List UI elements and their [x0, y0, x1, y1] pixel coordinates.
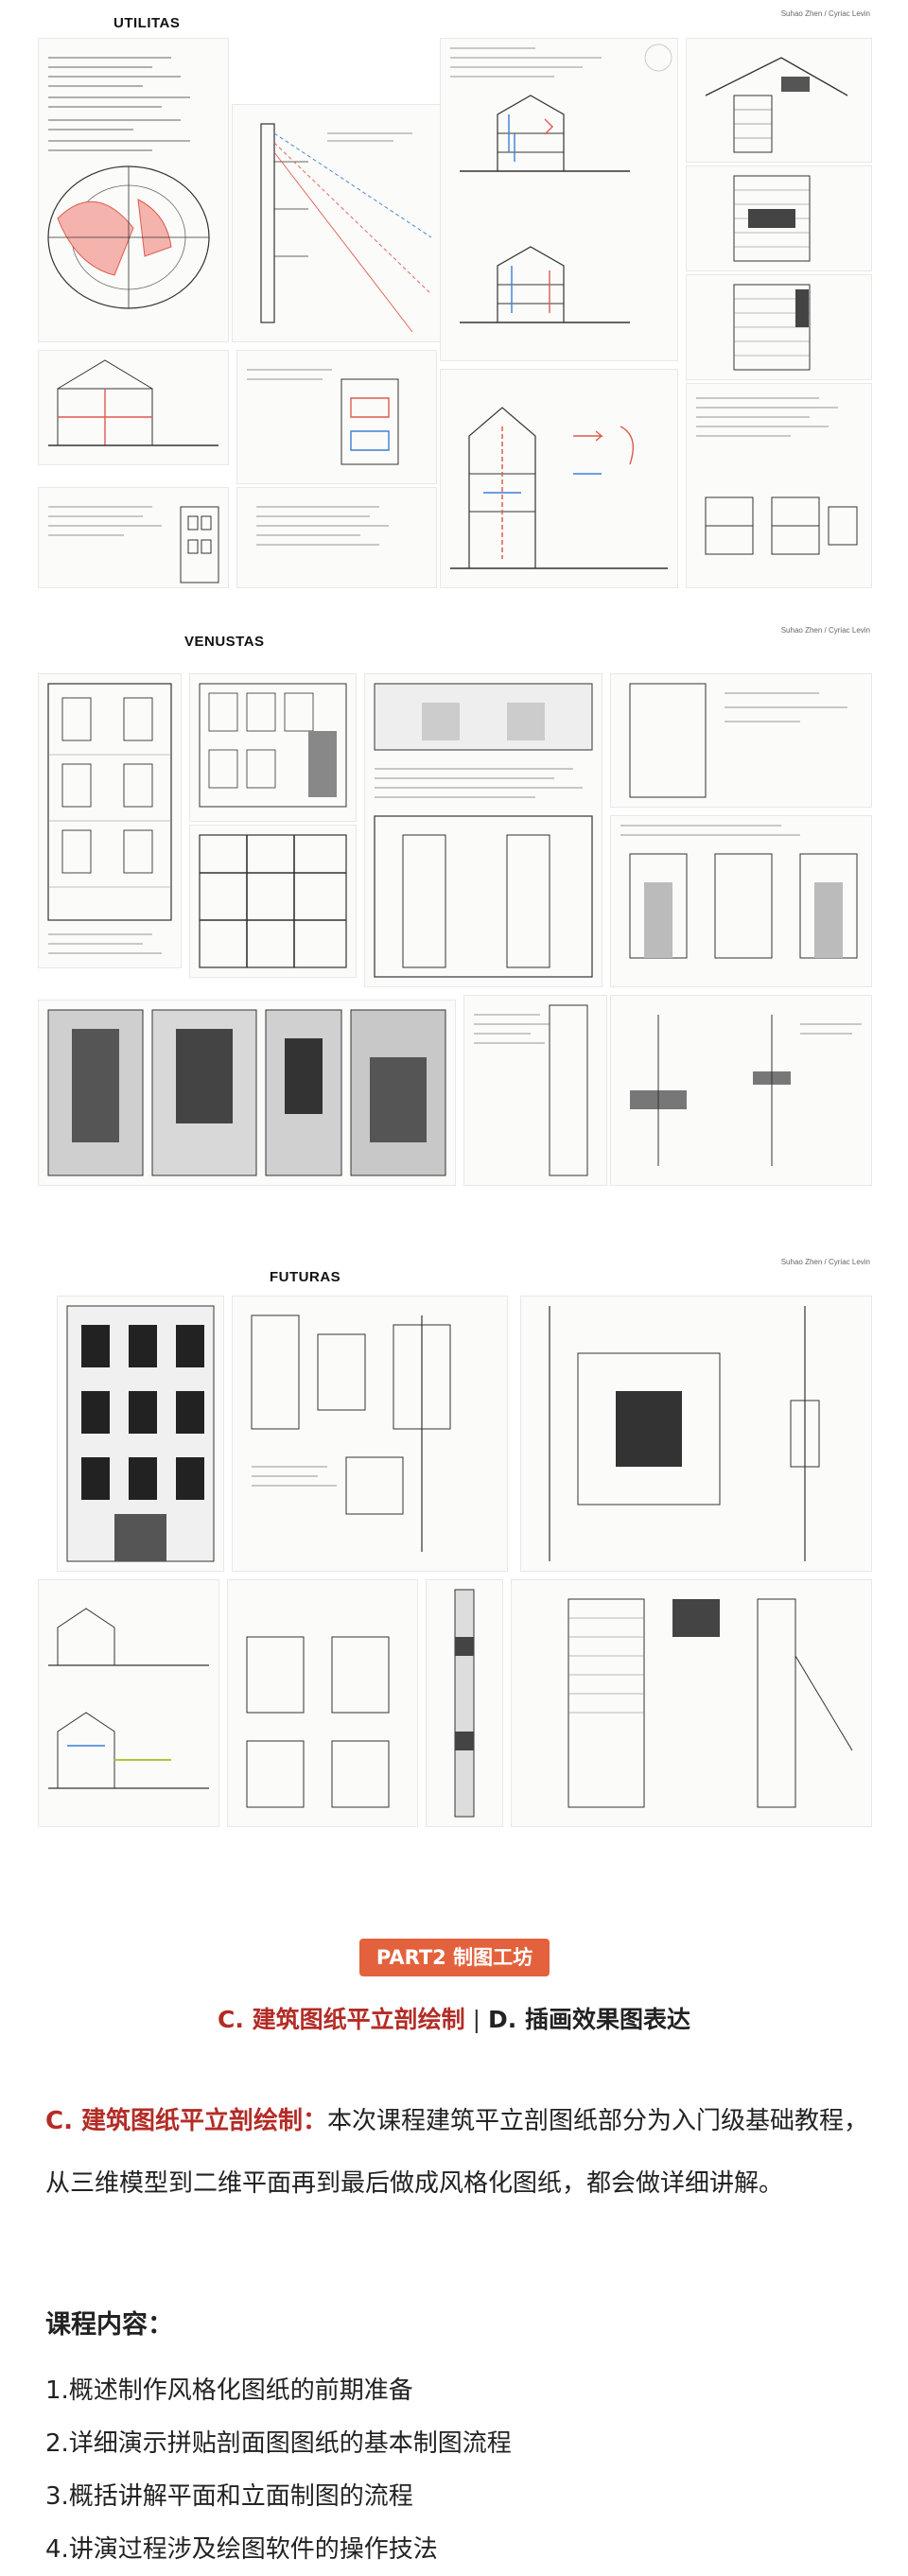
sketch-airflow-section: [440, 369, 678, 588]
sheet-credit: Suhao Zhen / Cyriac Levin: [780, 626, 870, 635]
course-content-heading: 课程内容：: [45, 2310, 173, 2340]
list-item: 1.概述制作风格化图纸的前期准备: [45, 2376, 413, 2405]
sheet-venustas: VENUSTAS Suhao Zhen / Cyriac Levin: [38, 626, 872, 1222]
sketch-ventilation-notes: [236, 487, 437, 588]
sketch-ventilation-detail: [236, 350, 437, 484]
sketch-facade-perspective: [189, 673, 357, 822]
sketch-sill-details: [610, 995, 872, 1186]
sketch-section-diagrams: [38, 1579, 219, 1827]
sketch-wall-section: [426, 1579, 503, 1827]
course-content-list: 1.概述制作风格化图纸的前期准备 2.详细演示拼贴剖面图图纸的基本制图流程 3.…: [45, 2364, 512, 2576]
sketch-sun-ray-section: [232, 104, 442, 342]
course-description: C. 建筑图纸平立剖绘制：本次课程建筑平立剖图纸部分为入门级基础教程，从三维模型…: [45, 2090, 873, 2215]
sketch-window-details: [520, 1296, 872, 1572]
sketch-joint-details: [686, 383, 872, 588]
description-body: 本次课程建筑平立剖图纸部分为入门级基础教程，从三维模型到二维平面再到最后做成风格…: [45, 2107, 869, 2198]
sketch-section-variants: [227, 1579, 418, 1827]
sketch-facade-grid: [189, 825, 357, 978]
description-lead: C. 建筑图纸平立剖绘制：: [45, 2107, 328, 2135]
sketch-building-sections: [440, 38, 678, 361]
sketch-facade-study: [364, 673, 602, 987]
subtitle-separator: |: [472, 2006, 481, 2033]
sketch-detail-sections: [232, 1296, 508, 1572]
sheet-title: VENUSTAS: [184, 634, 265, 650]
sketch-roof-detail: [686, 38, 872, 163]
sheet-futuras: FUTURAS Suhao Zhen / Cyriac Levin: [38, 1258, 872, 1839]
sketch-brick-wall-detail: [686, 274, 872, 380]
sketch-house-section-small: [38, 350, 229, 465]
subtitle-part-d: D. 插画效果图表达: [488, 2006, 690, 2033]
sketch-door-elevations: [610, 815, 872, 987]
sketch-arch-detail: [610, 673, 872, 808]
sketch-brick-details: [511, 1579, 872, 1827]
list-item: 3.概括讲解平面和立面制图的流程: [45, 2482, 413, 2511]
section-subtitle: C. 建筑图纸平立剖绘制 | D. 插画效果图表达: [0, 2001, 908, 2035]
sketch-window-wall-detail: [686, 165, 872, 271]
sketch-facade-notes: [38, 487, 229, 588]
sheet-credit: Suhao Zhen / Cyriac Levin: [780, 1258, 870, 1266]
list-item: 4.讲演过程涉及绘图软件的操作技法: [45, 2535, 438, 2564]
sketch-cornice-detail: [463, 995, 607, 1186]
sketch-facade-rendering: [57, 1296, 224, 1572]
sheet-title: FUTURAS: [270, 1269, 341, 1285]
sketch-window-renderings: [38, 1000, 456, 1186]
list-item: 2.详细演示拼贴剖面图图纸的基本制图流程: [45, 2429, 512, 2458]
subtitle-part-c: C. 建筑图纸平立剖绘制: [218, 2006, 465, 2033]
sketch-facade-elevation: [38, 673, 182, 968]
sheet-title: UTILITAS: [114, 15, 181, 31]
sheet-credit: Suhao Zhen / Cyriac Levin: [780, 9, 870, 18]
sketch-sun-path-diagram: [38, 38, 229, 342]
part-badge: PART2 制图工坊: [359, 1939, 550, 1976]
sheet-utilitas: UTILITAS Suhao Zhen / Cyriac Levin: [38, 9, 872, 591]
